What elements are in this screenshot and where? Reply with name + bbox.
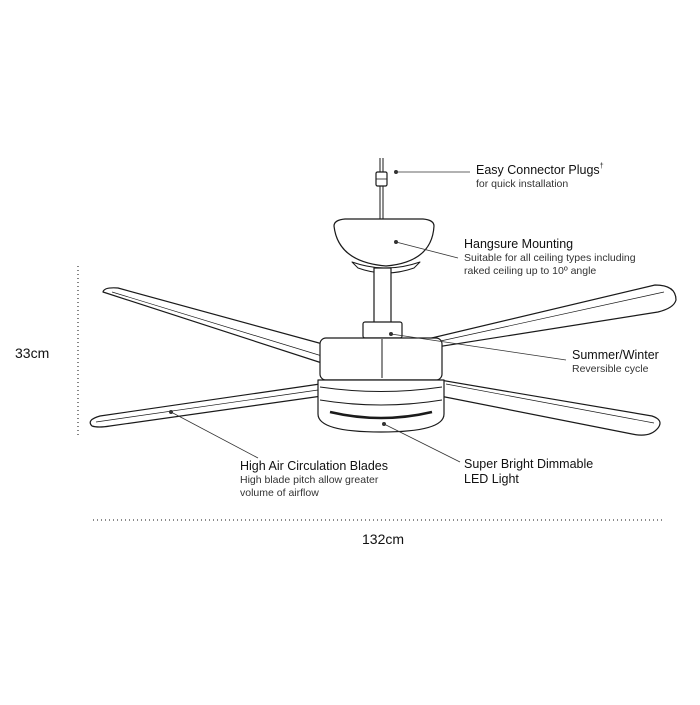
blade-lower-left <box>89 383 323 428</box>
blade-upper-left-edge <box>111 291 323 357</box>
blade-lower-right-edge <box>445 383 655 424</box>
reversible-callout: Summer/Winter Reversible cycle <box>572 348 659 376</box>
blades-leader-dot <box>168 409 173 414</box>
led-light-module <box>317 379 445 433</box>
reversible-desc: Reversible cycle <box>572 363 649 375</box>
reversible-leader <box>390 333 567 361</box>
blades-callout: High Air Circulation Blades High blade p… <box>240 459 388 500</box>
blade-upper-right-edge <box>403 291 665 350</box>
blades-title: High Air Circulation Blades <box>240 459 388 473</box>
light-callout: Super Bright Dimmable LED Light <box>464 457 593 487</box>
width-dimension-label: 132cm <box>362 531 405 547</box>
mounting-callout: Hangsure Mounting Suitable for all ceili… <box>464 237 636 278</box>
light-title-line2: LED Light <box>464 472 519 486</box>
reversible-leader-dot <box>388 331 393 336</box>
canopy-rim <box>351 261 421 274</box>
mounting-title: Hangsure Mounting <box>464 237 574 251</box>
height-dimension-label: 33cm <box>15 345 50 361</box>
connector-callout: Easy Connector Plugs† for quick installa… <box>476 159 604 191</box>
light-trim-upper <box>319 386 443 392</box>
motor-housing <box>319 337 443 381</box>
connector-title: Easy Connector Plugs† <box>476 159 604 178</box>
light-trim-lower <box>319 399 443 406</box>
mounting-desc-line2: raked ceiling up to 10º angle <box>464 265 597 277</box>
mounting-desc-line1: Suitable for all ceiling types including <box>464 252 636 264</box>
downrod <box>373 267 392 325</box>
blade-upper-left <box>102 287 341 365</box>
light-leader <box>383 423 461 463</box>
connector-title-text: Easy Connector Plugs <box>476 163 600 177</box>
light-title-line1: Super Bright Dimmable <box>464 457 594 471</box>
light-leader-dot <box>381 421 386 426</box>
blades-desc-line2: volume of airflow <box>240 487 319 499</box>
downrod-collar <box>362 321 403 339</box>
connector-desc: for quick installation <box>476 178 569 190</box>
blades-desc-line1: High blade pitch allow greater <box>240 474 379 486</box>
blades-leader <box>170 411 259 459</box>
mounting-leader-dot <box>393 239 398 244</box>
mounting-leader <box>395 241 459 259</box>
connector-leader-dot <box>393 169 398 174</box>
blade-lower-right <box>439 379 661 436</box>
blade-lower-left-edge <box>95 389 319 423</box>
reversible-title: Summer/Winter <box>572 348 659 362</box>
light-diffuser-ring <box>329 410 433 420</box>
connector-title-mark: † <box>599 163 604 170</box>
ceiling-canopy <box>333 218 435 267</box>
